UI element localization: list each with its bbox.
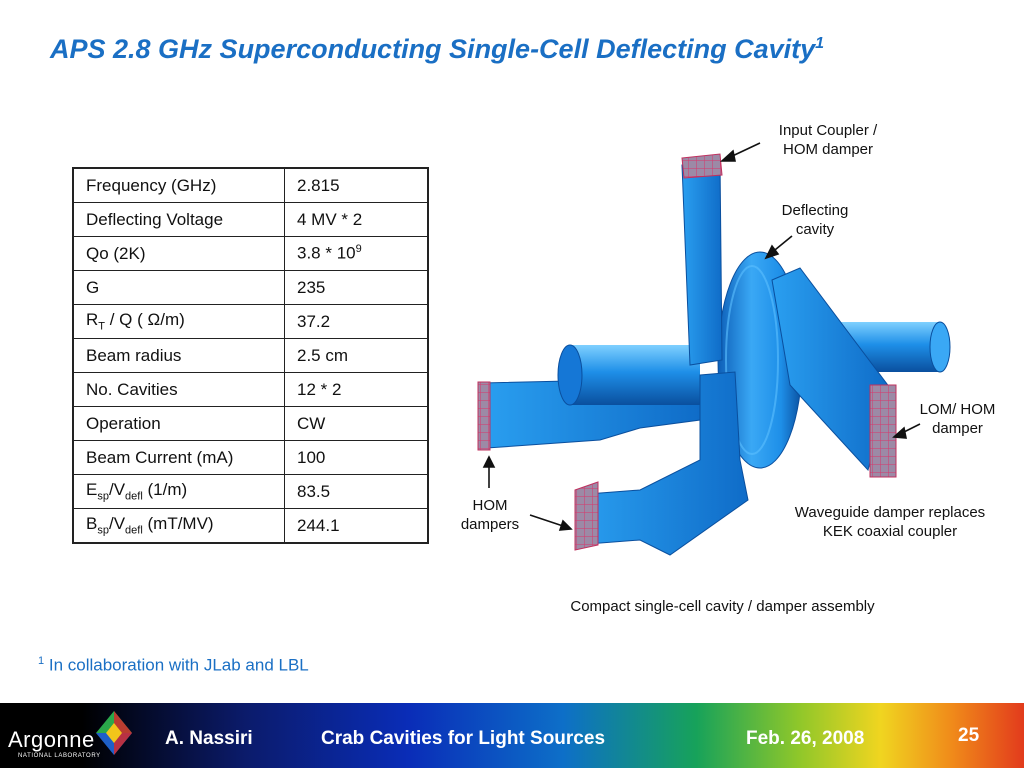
logo-wordmark: Argonne: [8, 727, 95, 752]
param-value: 3.8 * 109: [284, 236, 429, 271]
label-input-coupler: Input Coupler / HOM damper: [778, 122, 878, 158]
param-name: Beam radius: [72, 338, 285, 373]
title-footnote-mark: 1: [815, 35, 825, 52]
cavity-assembly-illustration: [477, 142, 951, 556]
param-value: 83.5: [284, 474, 429, 509]
param-name: Beam Current (mA): [72, 440, 285, 475]
figure-caption: Compact single-cell cavity / damper asse…: [570, 598, 875, 615]
footnote-text: In collaboration with JLab and LBL: [48, 655, 309, 675]
logo-subtitle: NATIONAL LABORATORY: [18, 753, 101, 759]
param-name: No. Cavities: [72, 372, 285, 407]
table-row: Beam Current (mA)100: [72, 440, 429, 475]
table-row: Bsp/Vdefl (mT/MV)244.1: [72, 508, 429, 544]
footer-talk-title: Crab Cavities for Light Sources: [321, 728, 606, 749]
param-name: RT / Q ( Ω/m): [72, 304, 285, 339]
label-lom-hom-damper: LOM/ HOM damper: [919, 401, 996, 437]
param-name: Bsp/Vdefl (mT/MV): [72, 508, 285, 544]
param-value: 2.5 cm: [284, 338, 429, 373]
table-row: RT / Q ( Ω/m)37.2: [72, 304, 429, 339]
slide-title: APS 2.8 GHz Superconducting Single-Cell …: [50, 34, 825, 64]
table-row: Frequency (GHz)2.815: [72, 167, 429, 203]
table-row: Esp/Vdefl (1/m)83.5: [72, 474, 429, 509]
param-name: G: [72, 270, 285, 305]
label-hom-dampers: HOM dampers: [460, 497, 520, 533]
footer-author: A. Nassiri: [165, 728, 253, 749]
param-name: Qo (2K): [72, 236, 285, 271]
param-value: 100: [284, 440, 429, 475]
param-name: Esp/Vdefl (1/m): [72, 474, 285, 509]
argonne-triangle-icon: [96, 711, 132, 755]
footer-date: Feb. 26, 2008: [746, 728, 865, 749]
param-value: 4 MV * 2: [284, 202, 429, 237]
param-value: 244.1: [284, 508, 429, 544]
param-value: 2.815: [284, 167, 429, 203]
label-waveguide-damper: Waveguide damper replaces KEK coaxial co…: [794, 504, 986, 540]
param-value: 12 * 2: [284, 372, 429, 407]
page-number: 25: [958, 725, 980, 746]
footnote-mark: 1: [38, 655, 45, 667]
footer-bar: Argonne NATIONAL LABORATORY A. Nassiri C…: [0, 703, 1024, 768]
annotation-arrows: [482, 142, 921, 531]
param-value: 37.2: [284, 304, 429, 339]
footnote: 1 In collaboration with JLab and LBL: [38, 655, 309, 676]
label-deflecting-cavity: Deflecting cavity: [781, 202, 849, 238]
argonne-logo: Argonne NATIONAL LABORATORY: [0, 703, 140, 768]
table-row: Qo (2K)3.8 * 109: [72, 236, 429, 271]
